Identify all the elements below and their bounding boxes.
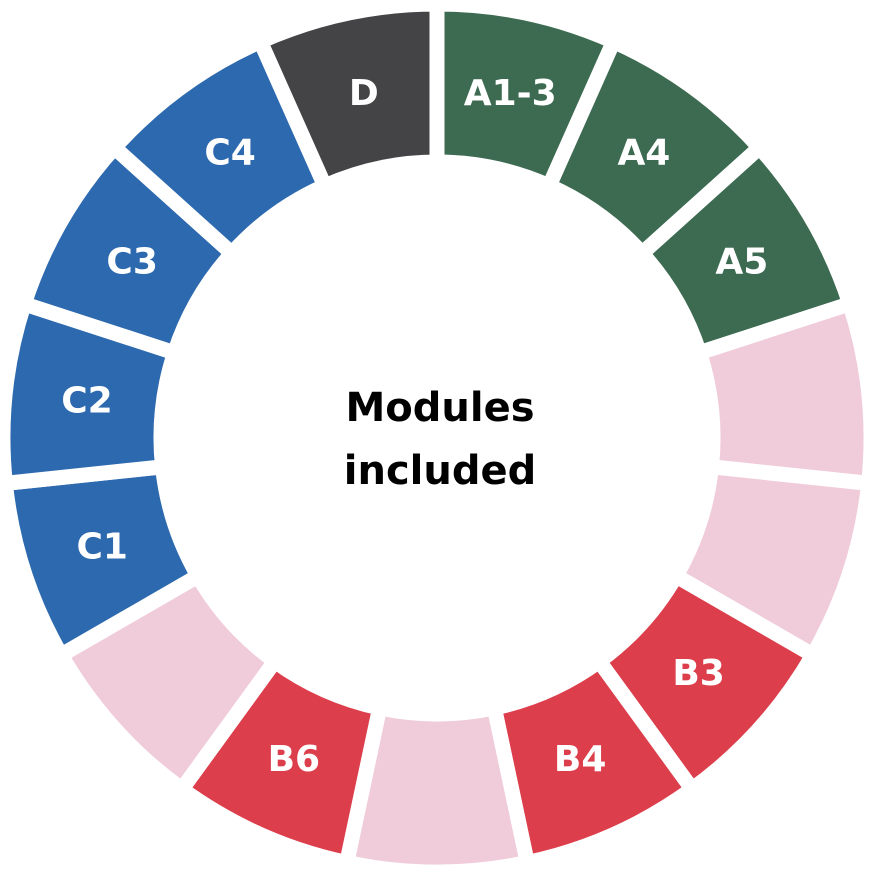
segment-label-b3: B3 bbox=[672, 653, 725, 694]
segment-label-c3: C3 bbox=[106, 242, 157, 283]
segment-label-c4: C4 bbox=[204, 133, 255, 174]
segment-d bbox=[250, 0, 445, 196]
segment-label-c2: C2 bbox=[61, 381, 112, 422]
segment-label-c1: C1 bbox=[76, 526, 127, 567]
segment-label-d: D bbox=[349, 73, 379, 114]
segment-label-a5: A5 bbox=[715, 242, 768, 283]
segment-label-a1-3: A1-3 bbox=[464, 73, 557, 114]
center-title-line1: Modules bbox=[345, 385, 534, 431]
segment-label-b4: B4 bbox=[554, 739, 607, 780]
center-title-line2: included bbox=[344, 448, 536, 494]
segment-label-a4: A4 bbox=[617, 133, 670, 174]
segment-label-b6: B6 bbox=[268, 739, 321, 780]
